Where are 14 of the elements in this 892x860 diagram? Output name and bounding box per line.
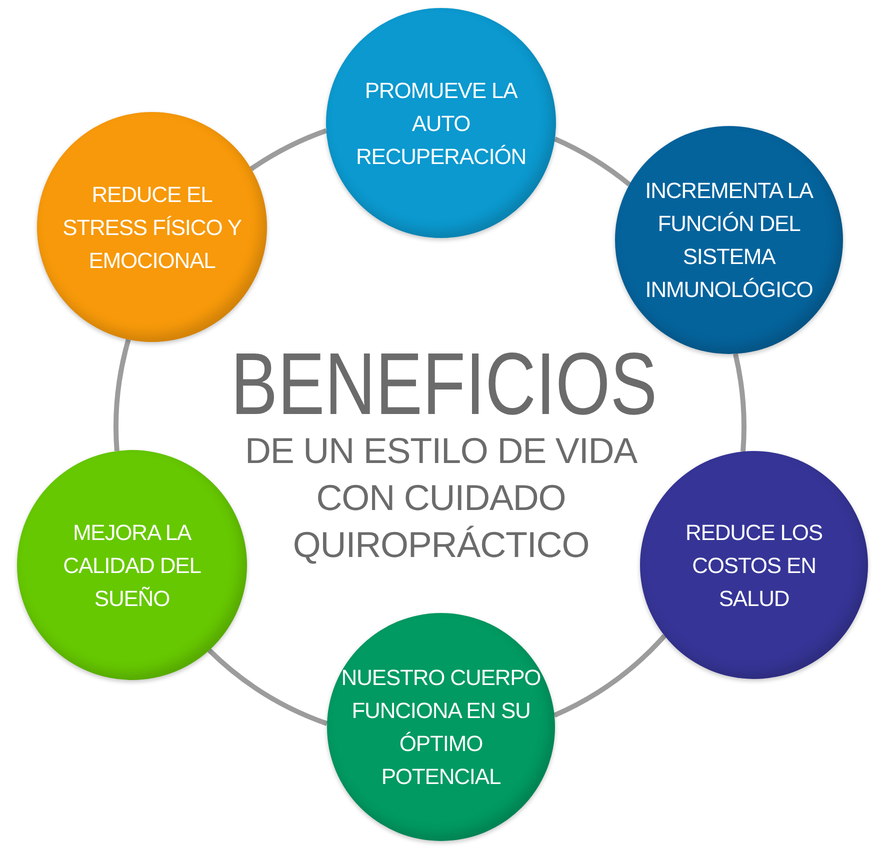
connector-arc bbox=[554, 136, 631, 186]
connector-arc bbox=[208, 648, 328, 726]
subtitle: DE UN ESTILO DE VIDA CON CUIDADO QUIROPRÁCTICO bbox=[244, 429, 638, 567]
connector-arc bbox=[553, 634, 666, 718]
benefit-text: INCREMENTA LA FUNCIÓN DEL SISTEMA INMUNOLÓGICO bbox=[644, 177, 814, 304]
benefit-text: PROMUEVE LA AUTO RECUPERACIÓN bbox=[354, 76, 528, 170]
benefit-text: REDUCE LOS COSTOS EN SALUD bbox=[684, 518, 824, 612]
connector-arc bbox=[732, 353, 746, 452]
connector-arc bbox=[114, 339, 131, 452]
title: BENEFICIOS bbox=[230, 340, 658, 428]
benefit-text: REDUCE EL STRESS FÍSICO Y EMOCIONAL bbox=[62, 180, 242, 274]
benefit-text: MEJORA LA CALIDAD DEL SUEÑO bbox=[62, 518, 202, 612]
connector-arc bbox=[250, 128, 328, 171]
benefit-text: NUESTRO CUERPO FUNCIONA EN SU ÓPTIMO POTENCIAL bbox=[341, 664, 541, 791]
